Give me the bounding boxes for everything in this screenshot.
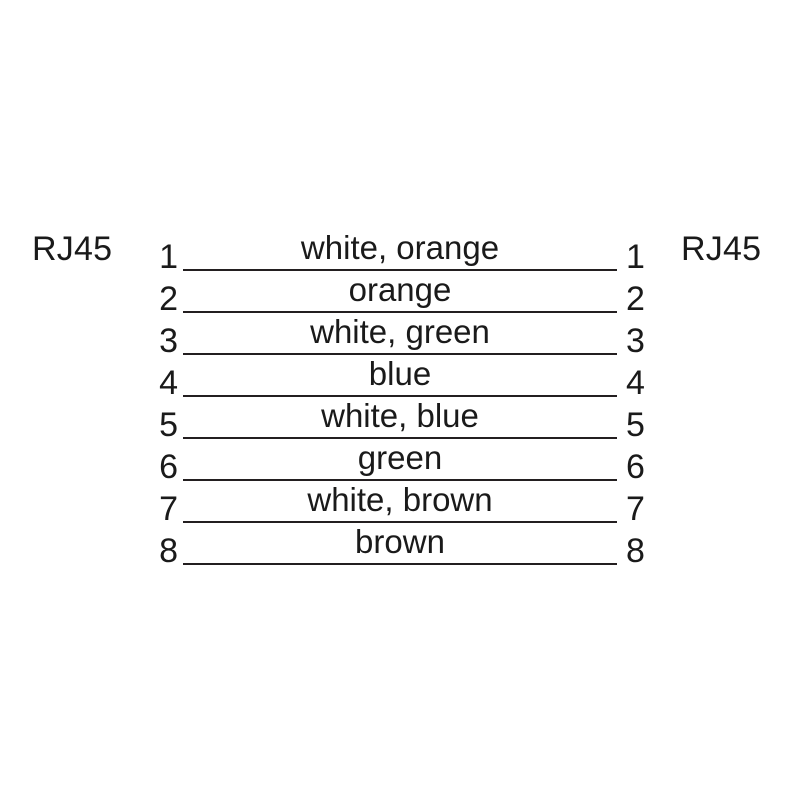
wire-color-label: white, orange bbox=[300, 229, 500, 266]
wire-line bbox=[183, 563, 617, 565]
pin-number-right: 7 bbox=[626, 490, 645, 528]
wire-color-label: brown bbox=[355, 523, 445, 560]
pin-number-left: 3 bbox=[159, 322, 178, 360]
wire-line bbox=[183, 479, 617, 481]
wire-color-label: white, blue bbox=[321, 397, 479, 434]
pin-number-left: 7 bbox=[159, 490, 178, 528]
pin-number-right: 1 bbox=[626, 238, 645, 276]
wire-color-label: blue bbox=[368, 355, 432, 392]
wire-line bbox=[183, 353, 617, 355]
pin-number-right: 6 bbox=[626, 448, 645, 486]
wire-line bbox=[183, 437, 617, 439]
pin-number-right: 3 bbox=[626, 322, 645, 360]
pin-number-left: 5 bbox=[159, 406, 178, 444]
left-connector-label: RJ45 bbox=[32, 230, 113, 268]
wire-color-label: white, brown bbox=[307, 481, 493, 518]
wire-line bbox=[183, 269, 617, 271]
pin-number-right: 4 bbox=[626, 364, 645, 402]
pin-number-right: 8 bbox=[626, 532, 645, 570]
pin-number-left: 2 bbox=[159, 280, 178, 318]
wire-color-label: orange bbox=[348, 271, 452, 308]
pin-number-right: 2 bbox=[626, 280, 645, 318]
wire-line bbox=[183, 311, 617, 313]
wire-line bbox=[183, 521, 617, 523]
pin-number-left: 4 bbox=[159, 364, 178, 402]
wire-color-label: white, green bbox=[310, 313, 490, 350]
wire-color-label: green bbox=[357, 439, 443, 476]
pin-number-right: 5 bbox=[626, 406, 645, 444]
right-connector-label: RJ45 bbox=[681, 230, 762, 268]
wire-line bbox=[183, 395, 617, 397]
pin-number-left: 1 bbox=[159, 238, 178, 276]
pin-number-left: 8 bbox=[159, 532, 178, 570]
pin-number-left: 6 bbox=[159, 448, 178, 486]
